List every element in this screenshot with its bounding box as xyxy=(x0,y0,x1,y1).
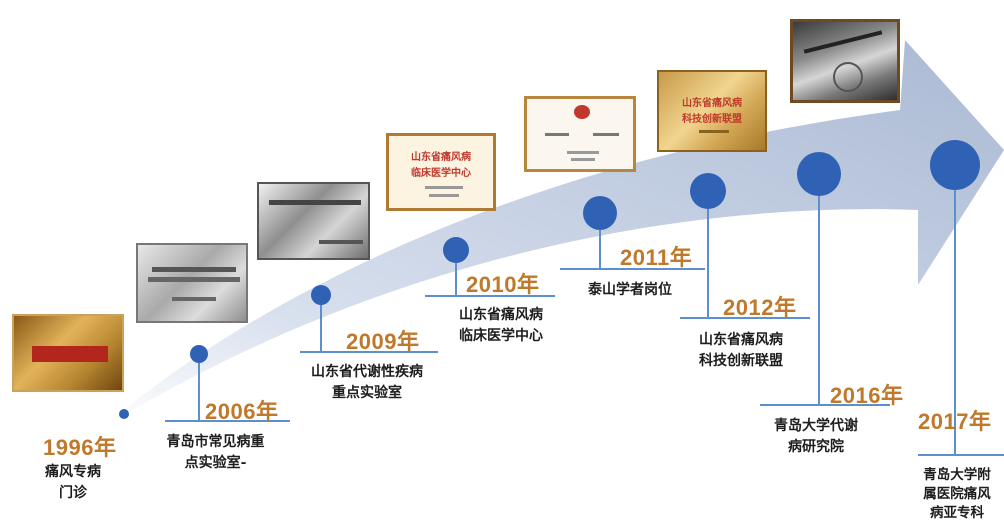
milestone-dots xyxy=(119,140,980,419)
year-2016: 2016年 xyxy=(830,383,904,408)
plaque-2010-line1: 山东省痛风病 xyxy=(411,152,471,163)
dot-2012 xyxy=(690,173,726,209)
dot-2006 xyxy=(190,345,208,363)
desc-2017: 青岛大学附属医院痛风病亚专科 xyxy=(923,467,991,521)
year-2011: 2011年 xyxy=(620,245,693,270)
desc-1996: 痛风专病门诊 xyxy=(45,464,101,501)
plaque-2006 xyxy=(136,243,248,323)
leader-lines xyxy=(165,190,1004,456)
plaque-2009 xyxy=(257,182,370,260)
plaque-2012-line2: 科技创新联盟 xyxy=(682,114,742,125)
arrow-body xyxy=(100,40,1004,430)
dot-2016 xyxy=(797,152,841,196)
plaque-2012: 山东省痛风病 科技创新联盟 xyxy=(657,70,767,152)
plaque-2010: 山东省痛风病 临床医学中心 xyxy=(386,133,496,211)
desc-2016: 青岛大学代谢病研究院 xyxy=(774,418,858,455)
desc-2011: 泰山学者岗位 xyxy=(588,282,672,298)
desc-2012: 山东省痛风病科技创新联盟 xyxy=(699,332,783,369)
year-2006: 2006年 xyxy=(205,399,279,424)
desc-2006: 青岛市常见病重点实验室- xyxy=(166,434,265,471)
plaque-2016 xyxy=(790,19,900,103)
year-2017: 2017年 xyxy=(918,409,992,434)
plaque-1996-banner xyxy=(32,346,108,362)
plaque-2011-emblem xyxy=(574,105,590,119)
dot-1996 xyxy=(119,409,129,419)
year-1996: 1996年 xyxy=(43,435,117,460)
year-2010: 2010年 xyxy=(466,272,540,297)
dot-2011 xyxy=(583,196,617,230)
dot-2010 xyxy=(443,237,469,263)
plaque-1996 xyxy=(12,314,124,392)
plaque-2011 xyxy=(524,96,636,172)
year-2009: 2009年 xyxy=(346,329,420,354)
dot-2009 xyxy=(311,285,331,305)
desc-2010: 山东省痛风病临床医学中心 xyxy=(459,307,543,344)
dot-2017 xyxy=(930,140,980,190)
plaque-2010-line2: 临床医学中心 xyxy=(411,168,471,179)
plaque-2012-line1: 山东省痛风病 xyxy=(682,98,742,109)
desc-2009: 山东省代谢性疾病重点实验室 xyxy=(311,364,423,401)
year-2012: 2012年 xyxy=(723,295,797,320)
